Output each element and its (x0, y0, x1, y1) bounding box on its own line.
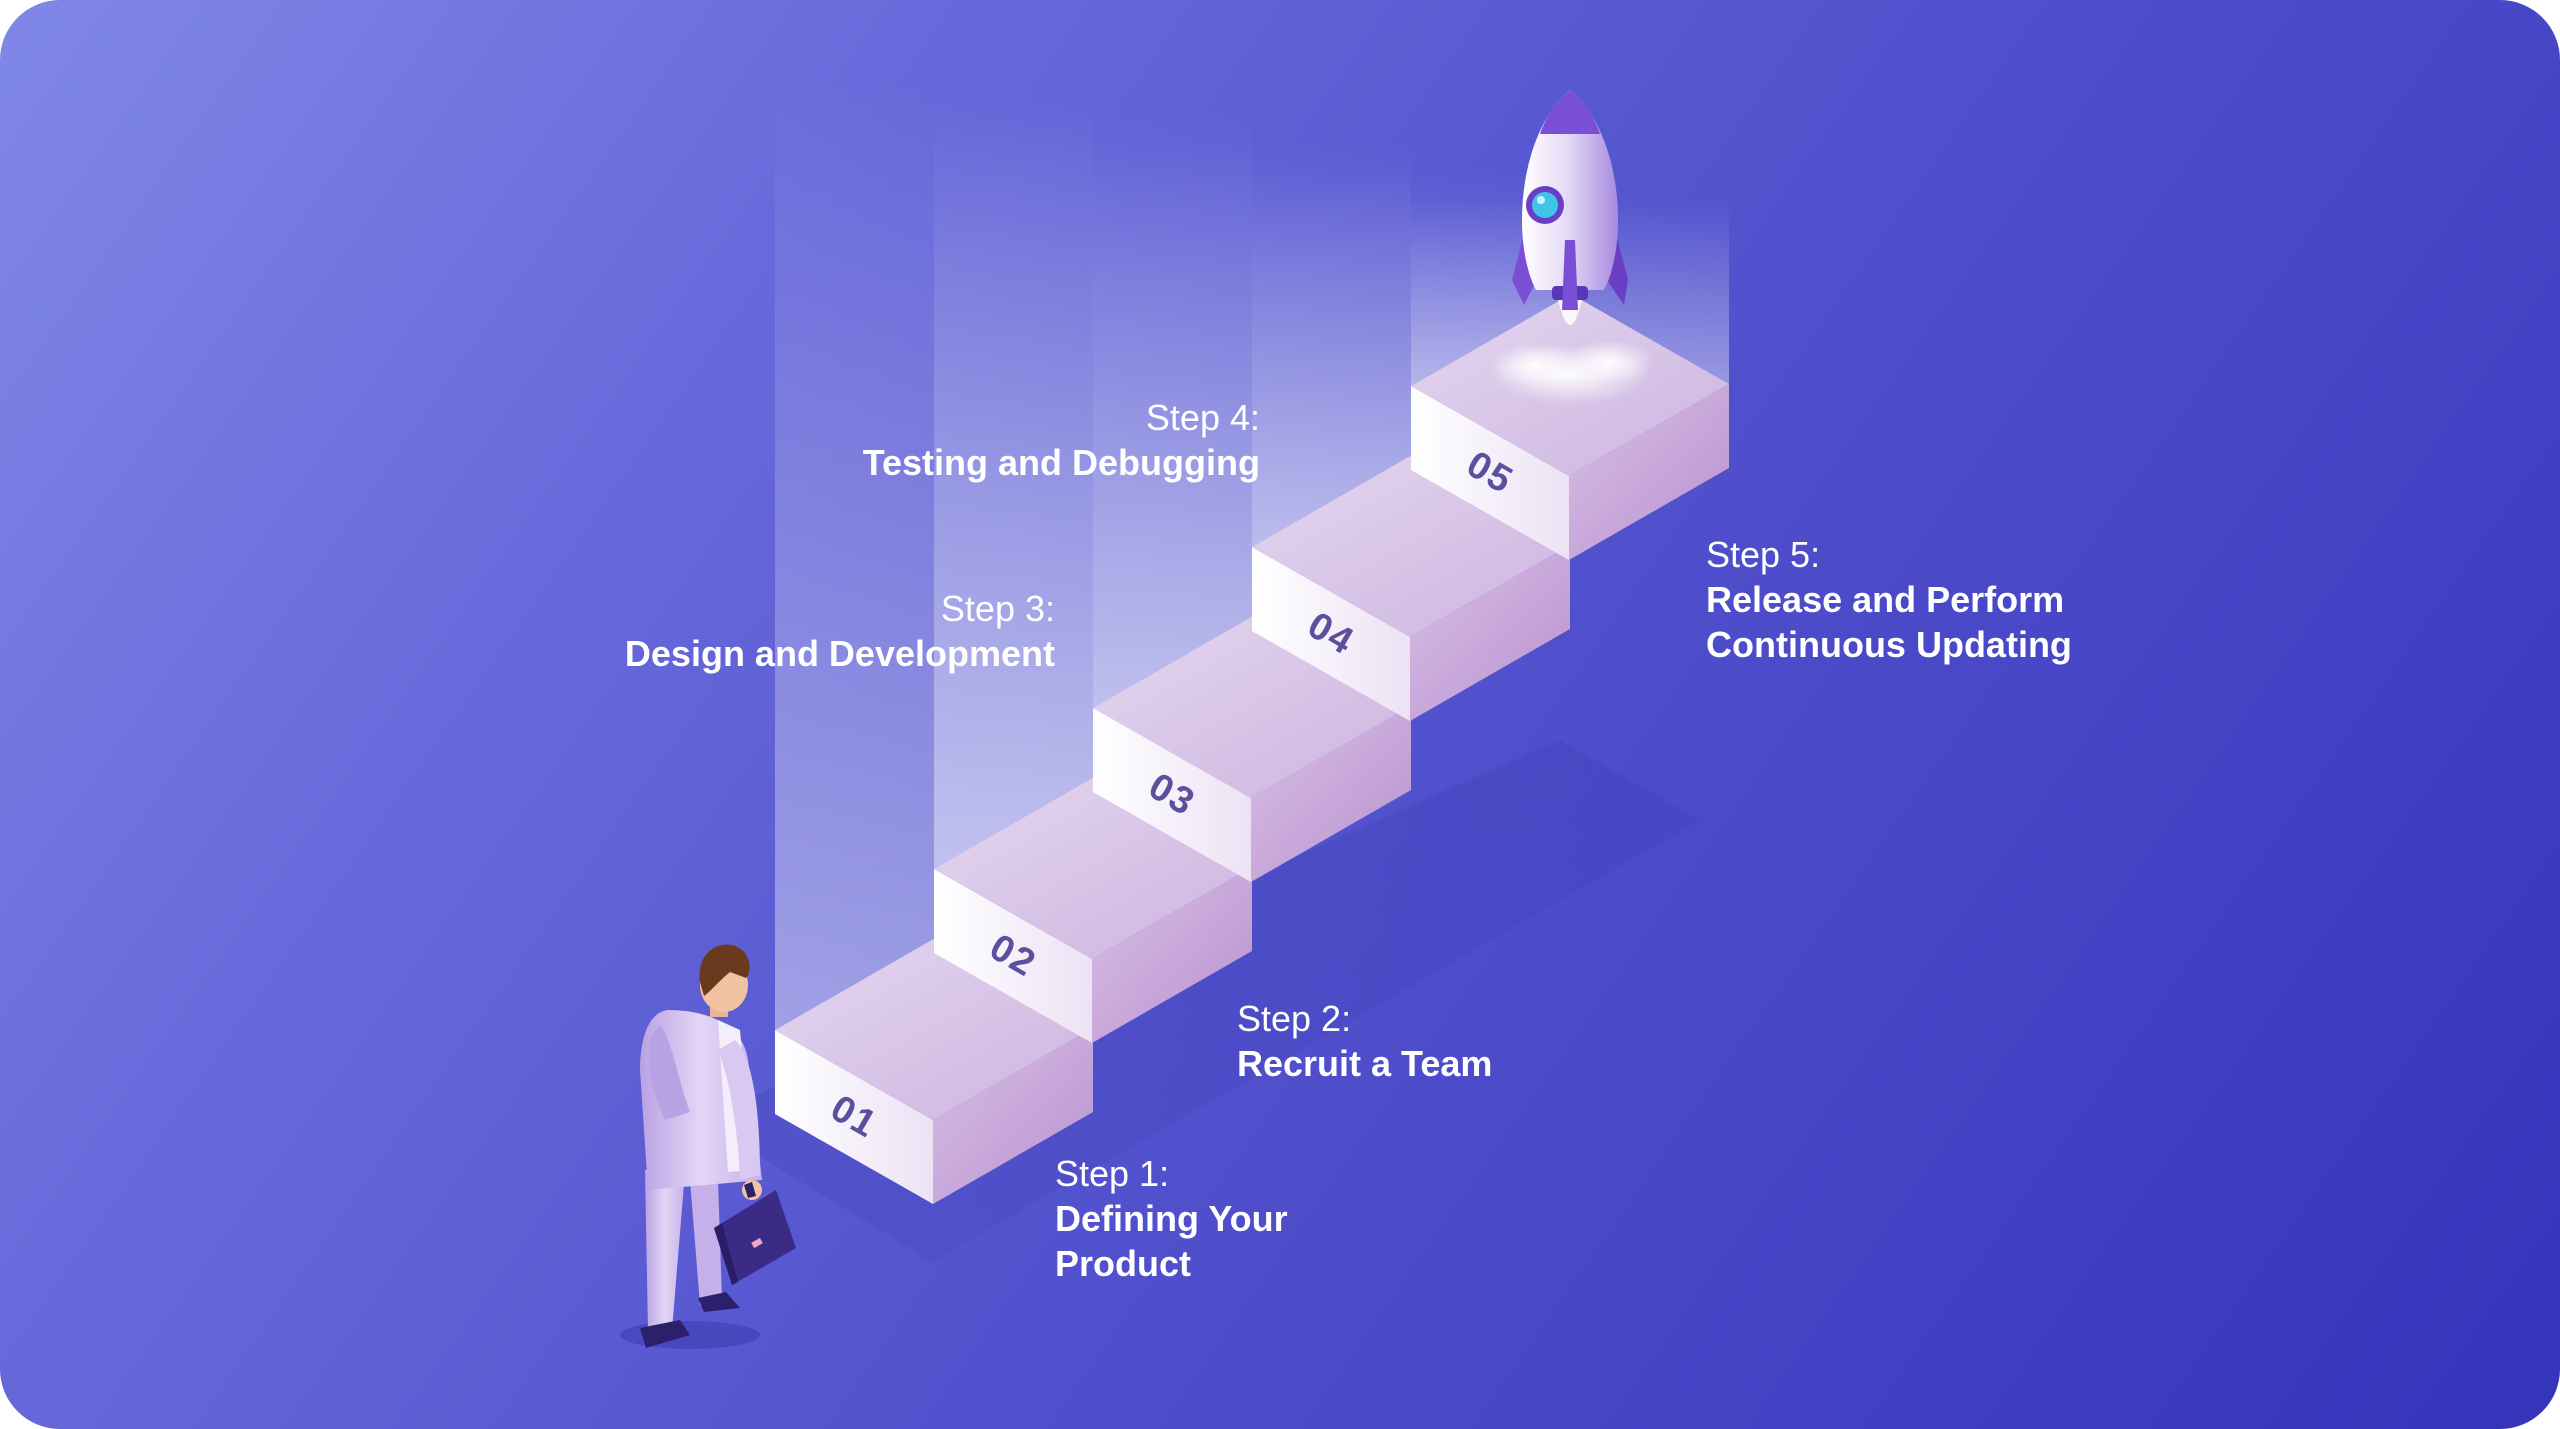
step-1-title-line-1: Defining Your (1055, 1198, 1288, 1239)
step-1-title-line-2: Product (1055, 1243, 1192, 1284)
smoke-cloud (1565, 340, 1655, 384)
step-5-caption: Step 5: (1706, 534, 1821, 575)
step-1-label: Step 1: Defining Your Product (1055, 1152, 1288, 1286)
figure-shoe-front (640, 1320, 690, 1348)
step-front-face (934, 869, 1092, 1043)
step-front-face (775, 1030, 933, 1204)
figure-shoe-back (698, 1292, 740, 1312)
step-side-face (1569, 384, 1729, 560)
step-2-title-line-1: Recruit a Team (1237, 1043, 1493, 1084)
step-5-title-line-2: Continuous Updating (1706, 624, 2072, 665)
step-4-title-line-1: Testing and Debugging (862, 442, 1260, 483)
step-5-title-line-1: Release and Perform (1706, 579, 2065, 620)
rocket-nose (1540, 90, 1600, 134)
step-2-caption: Step 2: (1237, 998, 1352, 1039)
step-side-face (1092, 867, 1252, 1043)
step-3-label: Step 3: Design and Development (625, 587, 1055, 676)
smoke-cloud (1490, 343, 1580, 387)
step-5-label: Step 5: Release and Perform Continuous U… (1706, 533, 2072, 667)
step-side-face (933, 1028, 1093, 1204)
step-4-caption: Step 4: (1145, 397, 1260, 438)
rocket-fin-center (1562, 240, 1578, 310)
step-front-face (1252, 547, 1410, 721)
figure-arm-front (718, 1040, 760, 1180)
step-4-label: Step 4: Testing and Debugging (863, 396, 1260, 485)
businessman-icon (620, 944, 796, 1349)
rocket-icon (1490, 90, 1655, 405)
rocket-window-glint (1537, 196, 1545, 204)
briefcase-icon (714, 1182, 796, 1285)
rocket-window (1532, 192, 1558, 218)
rocket-body (1522, 90, 1618, 290)
step-side-face (1410, 545, 1570, 721)
step-front-face (1093, 708, 1251, 882)
figure-leg-back (690, 1180, 722, 1305)
step-3-title-line-1: Design and Development (624, 633, 1055, 674)
step-front-face (1411, 386, 1569, 560)
figure-hair (699, 944, 750, 996)
figure-leg-front (645, 1170, 685, 1332)
figure-arm-back (648, 1025, 690, 1120)
step-side-face (1251, 706, 1411, 882)
step-1-caption: Step 1: (1055, 1153, 1170, 1194)
step-2-label: Step 2: Recruit a Team (1237, 997, 1492, 1086)
step-3-caption: Step 3: (940, 588, 1055, 629)
